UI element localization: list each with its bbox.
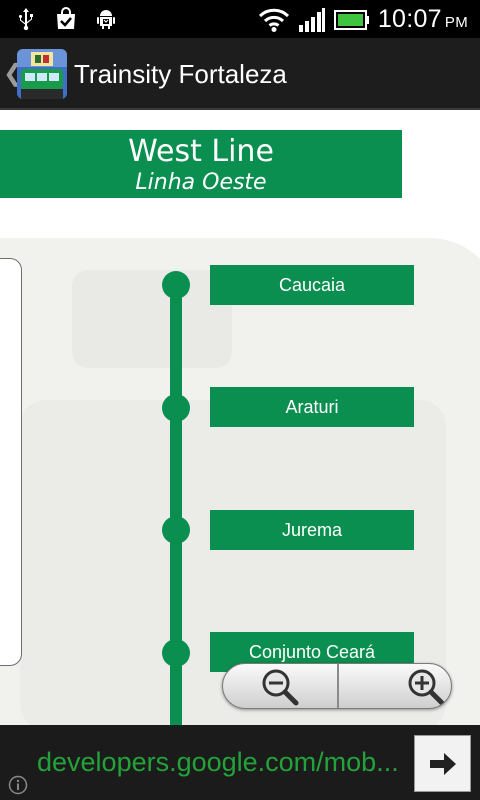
info-icon xyxy=(8,775,28,795)
clock-ampm: PM xyxy=(444,14,468,31)
battery-icon xyxy=(333,9,369,30)
side-panel[interactable] xyxy=(0,258,22,666)
zoom-out-button[interactable] xyxy=(223,664,337,708)
zoom-divider xyxy=(337,664,339,708)
signal-icon xyxy=(298,7,325,32)
app-title: Trainsity Fortaleza xyxy=(74,59,287,89)
line-subtitle: Linha Oeste xyxy=(135,170,267,195)
zoom-in-icon xyxy=(408,669,445,706)
line-map-view[interactable]: West Line Linha Oeste Caucaia Araturi Ju… xyxy=(0,110,480,725)
url-bar: developers.google.com/mob... xyxy=(0,725,480,800)
go-button[interactable] xyxy=(414,735,471,792)
arrow-right-icon xyxy=(429,752,456,775)
android-icon xyxy=(97,10,115,29)
zoom-control xyxy=(222,663,452,709)
url-link[interactable]: developers.google.com/mob... xyxy=(37,747,399,777)
zoom-out-icon xyxy=(262,669,299,706)
usb-icon xyxy=(18,8,33,31)
info-button[interactable] xyxy=(6,773,30,797)
shopping-bag-check-icon xyxy=(57,7,75,29)
line-header: West Line Linha Oeste xyxy=(0,130,402,198)
station-araturi[interactable]: Araturi xyxy=(210,387,414,427)
station-dot-caucaia[interactable] xyxy=(162,271,190,299)
station-dot-conjunto-ceara[interactable] xyxy=(162,639,190,667)
line-name: West Line xyxy=(128,134,274,169)
zoom-in-button[interactable] xyxy=(339,664,451,708)
station-jurema[interactable]: Jurema xyxy=(210,510,414,550)
clock-time: 10:07 xyxy=(377,5,442,33)
station-dot-araturi[interactable] xyxy=(162,394,190,422)
wifi-icon xyxy=(258,8,289,32)
line-track xyxy=(170,282,182,725)
app-logo-icon[interactable] xyxy=(17,49,67,99)
station-dot-jurema[interactable] xyxy=(162,516,190,544)
action-bar: ❮ Trainsity Fortaleza xyxy=(0,38,480,110)
station-caucaia[interactable]: Caucaia xyxy=(210,265,414,305)
map-area xyxy=(72,270,232,368)
